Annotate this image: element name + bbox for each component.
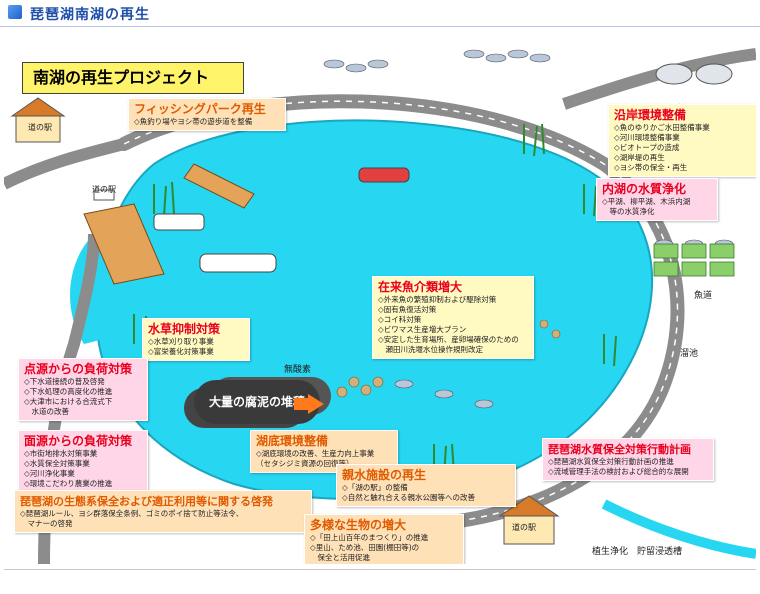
road-top-right bbox=[562, 48, 756, 110]
box-native-fish-item: ◇コイ科対策 bbox=[378, 315, 422, 324]
reeds bbox=[133, 123, 617, 477]
label-fish-road: 魚道 bbox=[694, 291, 713, 301]
box-area-source-item: ◇環境こだわり農業の推進 bbox=[24, 479, 113, 488]
box-native-fish-item: ◇ビワマス生産増大プラン bbox=[378, 325, 467, 334]
box-water-quality-plan-item: ◇琵琶湖水質保全対策行動計画の推進 bbox=[548, 457, 674, 466]
box-native-fish-item: ◇外来魚の繁殖抑制および駆除対策 bbox=[378, 295, 497, 304]
box-native-fish-item: ◇固有魚復活対策 bbox=[378, 305, 437, 314]
box-area-source-item: ◇河川浄化事業 bbox=[24, 469, 75, 478]
box-area-source-item: ◇水質保全対策事業 bbox=[24, 459, 90, 468]
box-awareness-item: ◇琵琶湖ルール、ヨシ群落保全条例、ゴミのポイ捨て防止等法令、 bbox=[20, 509, 244, 518]
box-native-fish-title: 在来魚介類増大 bbox=[378, 280, 463, 294]
tanks bbox=[655, 63, 733, 85]
box-fishing-park-item: ◇魚釣り場やヨシ帯の遊歩道を整備 bbox=[134, 117, 253, 126]
box-point-source-item: ◇大津市における合流式下 bbox=[24, 397, 113, 406]
box-awareness-title: 琵琶湖の生態系保全および適正利用等に関する啓発 bbox=[20, 495, 273, 508]
box-native-fish-item: 瀬田川洗堰水位操作規則改定 bbox=[378, 345, 483, 354]
page-header: 琵琶湖南湖の再生 bbox=[0, 0, 760, 27]
box-lake-bottom-title: 湖底環境整備 bbox=[256, 434, 329, 448]
box-point-source: 点源からの負荷対策 ◇下水道接続の普及啓発 ◇下水処理の高度化の推進 ◇大津市に… bbox=[18, 358, 148, 421]
box-awareness-item: マナーの啓発 bbox=[20, 519, 73, 528]
rice-fields bbox=[653, 243, 735, 277]
box-biodiversity-item: ◇「田上山百年のまつくり」の推進 bbox=[310, 533, 429, 542]
box-awareness: 琵琶湖の生態系保全および適正利用等に関する啓発 ◇琵琶湖ルール、ヨシ群落保全条例… bbox=[14, 490, 312, 533]
section-marker-icon bbox=[8, 5, 22, 19]
box-biodiversity-item: ◇里山、ため池、田園(棚田等)の bbox=[310, 543, 420, 552]
box-inner-lake-item: 等の水質浄化 bbox=[602, 207, 655, 216]
box-shore-item: ◇湖岸堤の再生 bbox=[614, 153, 665, 162]
box-point-source-item: 水道の改善 bbox=[24, 407, 69, 416]
box-water-quality-plan: 琵琶湖水質保全対策行動計画 ◇琵琶湖水質保全対策行動計画の推進 ◇流域管理手法の… bbox=[542, 438, 714, 481]
box-lake-bottom-item: ◇湖底環境の改善、生産力向上事業 bbox=[256, 449, 375, 458]
piers bbox=[83, 163, 255, 285]
box-shore: 沿岸環境整備 ◇魚のゆりかご水田整備事業 ◇河川環境整備事業 ◇ビオトープの造成… bbox=[608, 104, 756, 177]
label-michi-no-eki: 道の駅 bbox=[28, 123, 52, 132]
box-water-facility-title: 親水施設の再生 bbox=[342, 468, 427, 482]
river bbox=[601, 499, 756, 559]
box-inner-lake: 内湖の水質浄化 ◇平湖、柳平湖、木浜内湖 等の水質浄化 bbox=[596, 178, 718, 221]
label-pond: 溜池 bbox=[680, 349, 699, 359]
box-native-fish: 在来魚介類増大 ◇外来魚の繁殖抑制および駆除対策 ◇固有魚復活対策 ◇コイ科対策… bbox=[372, 276, 534, 359]
project-title: 南湖の再生プロジェクト bbox=[22, 62, 244, 94]
label-low-oxygen: 無酸素 bbox=[284, 365, 312, 375]
box-lake-bottom: 湖底環境整備 ◇湖底環境の改善、生産力向上事業 （セタシジミ資源の回復等） bbox=[250, 430, 398, 473]
box-weed: 水草抑制対策 ◇水草刈り取り事業 ◇富栄養化対策事業 bbox=[142, 318, 250, 361]
clams bbox=[336, 319, 561, 398]
box-shore-item: ◇魚のゆりかご水田整備事業 bbox=[614, 123, 710, 132]
box-area-source-title: 面源からの負荷対策 bbox=[24, 434, 133, 448]
box-area-source: 面源からの負荷対策 ◇市街地排水対策事業 ◇水質保全対策事業 ◇河川浄化事業 ◇… bbox=[18, 430, 148, 493]
box-weed-title: 水草抑制対策 bbox=[148, 322, 221, 336]
box-water-facility: 親水施設の再生 ◇「湖の駅」の整備 ◇自然と触れ合える親水公園等への改善 bbox=[336, 464, 516, 507]
arrow-shaft bbox=[294, 398, 308, 410]
box-weed-item: ◇水草刈り取り事業 bbox=[148, 337, 214, 346]
arrow-right-icon bbox=[308, 394, 324, 414]
box-water-facility-item: ◇自然と触れ合える親水公園等への改善 bbox=[342, 493, 476, 502]
box-weed-item: ◇富栄養化対策事業 bbox=[148, 347, 214, 356]
box-area-source-item: ◇市街地排水対策事業 bbox=[24, 449, 98, 458]
box-shore-title: 沿岸環境整備 bbox=[614, 108, 687, 122]
label-treatment: 植生浄化 貯留浸透槽 bbox=[592, 547, 683, 557]
box-fishing-park-title: フィッシングパーク再生 bbox=[134, 102, 266, 116]
bottom-divider bbox=[4, 566, 756, 570]
box-biodiversity-title: 多様な生物の増大 bbox=[310, 518, 407, 532]
box-biodiversity: 多様な生物の増大 ◇「田上山百年のまつくり」の推進 ◇里山、ため池、田園(棚田等… bbox=[304, 514, 464, 564]
box-point-source-item: ◇下水道接続の普及啓発 bbox=[24, 377, 105, 386]
box-lake-bottom-item: （セタシジミ資源の回復等） bbox=[256, 459, 354, 468]
box-shore-item: ◇ビオトープの造成 bbox=[614, 143, 680, 152]
box-water-quality-plan-title: 琵琶湖水質保全対策行動計画 bbox=[548, 443, 691, 456]
label-michi-no-eki: 道の駅 bbox=[512, 523, 536, 532]
box-fishing-park: フィッシングパーク再生 ◇魚釣り場やヨシ帯の遊歩道を整備 bbox=[128, 98, 286, 131]
page-title: 琵琶湖南湖の再生 bbox=[30, 7, 150, 23]
box-water-quality-plan-item: ◇流域管理手法の検討および総合的な展開 bbox=[548, 467, 689, 476]
box-inner-lake-title: 内湖の水質浄化 bbox=[602, 182, 687, 196]
box-native-fish-item: ◇安定した生育場所、産卵場確保のための bbox=[378, 335, 519, 344]
box-water-facility-item: ◇「湖の駅」の整備 bbox=[342, 483, 408, 492]
houses bbox=[10, 97, 560, 545]
box-shore-item: ◇河川環境整備事業 bbox=[614, 133, 680, 142]
box-shore-item: ◇ヨシ帯の保全・再生 bbox=[614, 163, 688, 172]
boats bbox=[153, 167, 410, 273]
box-point-source-title: 点源からの負荷対策 bbox=[24, 362, 133, 376]
illustration-frame: 南湖の再生プロジェクト フィッシングパーク再生 ◇魚釣り場やヨシ帯の遊歩道を整備… bbox=[4, 44, 756, 564]
box-inner-lake-item: ◇平湖、柳平湖、木浜内湖 bbox=[602, 197, 691, 206]
box-biodiversity-item: 保全と活用促進 bbox=[310, 553, 370, 562]
box-point-source-item: ◇下水処理の高度化の推進 bbox=[24, 387, 113, 396]
label-michi-no-eki: 道の駅 bbox=[92, 185, 116, 194]
